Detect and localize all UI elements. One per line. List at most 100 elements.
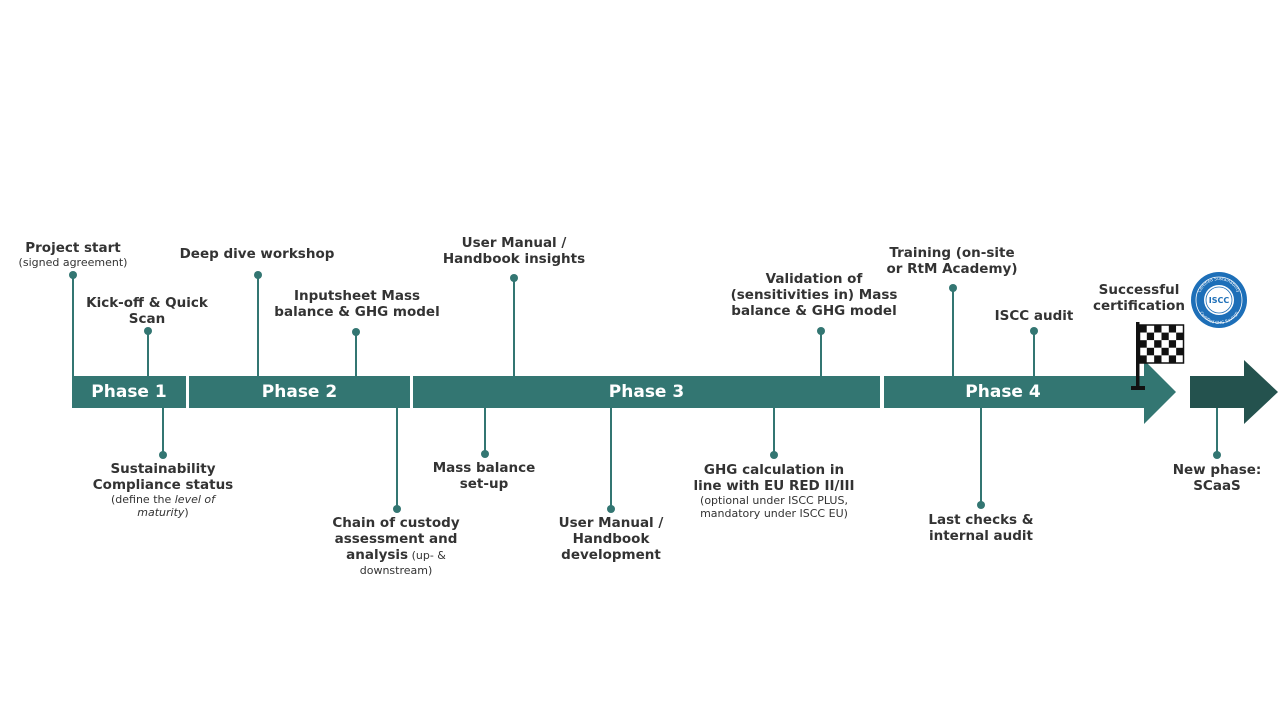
milestone-training: Training (on-site or RtM Academy) <box>876 245 1028 277</box>
connector-ghg-calc <box>773 408 775 455</box>
inputsheet-line2: balance & GHG model <box>274 304 440 320</box>
phase-1-label: Phase 1 <box>91 382 167 402</box>
ghg-calc-line2: line with EU RED II/III <box>693 478 855 494</box>
connector-validation <box>820 330 822 376</box>
dot-deep-dive <box>254 271 262 279</box>
connector-user-manual-insights <box>513 277 515 376</box>
flag-cell <box>1176 355 1184 363</box>
flag-cell <box>1139 332 1147 341</box>
milestone-last-checks: Last checks & internal audit <box>912 512 1050 544</box>
milestone-kickoff: Kick-off & Quick Scan <box>72 295 222 327</box>
connector-chain-custody <box>396 408 398 509</box>
flag-cell <box>1161 340 1169 348</box>
dot-user-manual-dev <box>607 505 615 513</box>
iscc-audit-title: ISCC audit <box>994 308 1074 324</box>
user-manual-dev-line1: User Manual / <box>558 515 664 531</box>
ghg-calc-sub2: mandatory under ISCC EU) <box>700 507 848 520</box>
kickoff-line1: Kick-off & Quick <box>86 295 208 311</box>
milestone-deep-dive: Deep dive workshop <box>168 246 346 262</box>
mass-balance-line2: set-up <box>459 476 509 492</box>
flag-cell <box>1161 325 1169 333</box>
flag-cell <box>1154 332 1162 341</box>
phase-4-bar-extension <box>1120 376 1148 408</box>
flag-cell <box>1168 332 1177 341</box>
badge-center-text: ISCC <box>1209 296 1230 305</box>
phase-2-label: Phase 2 <box>261 382 338 402</box>
milestone-project-start: Project start (signed agreement) <box>0 240 146 269</box>
validation-line2: (sensitivities in) Mass <box>730 287 898 303</box>
dot-ghg-calc <box>770 451 778 459</box>
certification-line1: Successful <box>1098 282 1180 298</box>
iscc-badge-icon: Certified Sustainability Certified GHG S… <box>1191 272 1247 328</box>
flag-cell <box>1168 340 1177 348</box>
kickoff-line2: Scan <box>128 311 166 327</box>
flag-cell <box>1168 347 1177 356</box>
project-start-sub: (signed agreement) <box>18 256 128 269</box>
deep-dive-title: Deep dive workshop <box>179 246 335 262</box>
flag-cell <box>1161 355 1169 363</box>
flag-cell <box>1146 347 1155 356</box>
sustainability-line2: Compliance status <box>92 477 234 493</box>
user-manual-dev-line2: Handbook <box>572 531 650 547</box>
chain-custody-line3: analysis <box>346 547 409 563</box>
connector-last-checks <box>980 408 982 505</box>
phase-1-bar: Phase 1 <box>72 376 186 408</box>
connector-mass-balance <box>484 408 486 454</box>
milestone-certification: Successful certification <box>1084 282 1194 314</box>
flag-cell <box>1161 347 1169 356</box>
flag-cell <box>1154 355 1162 363</box>
milestone-mass-balance: Mass balance set-up <box>420 460 548 492</box>
phase-4-label: Phase 4 <box>965 382 1041 402</box>
flag-cell <box>1146 332 1155 341</box>
connector-new-phase <box>1216 408 1218 455</box>
flag-cell <box>1168 355 1177 363</box>
milestone-chain-custody: Chain of custody assessment and analysis… <box>316 515 476 577</box>
project-start-title: Project start <box>25 240 121 256</box>
last-checks-line1: Last checks & <box>928 512 1034 528</box>
dot-validation <box>817 327 825 335</box>
flag-cell <box>1168 325 1177 333</box>
checkered-flag-icon <box>1131 322 1185 390</box>
dot-kickoff <box>144 327 152 335</box>
flag-cell <box>1176 340 1184 348</box>
connector-iscc-audit <box>1033 330 1035 376</box>
dot-last-checks <box>977 501 985 509</box>
milestone-inputsheet: Inputsheet Mass balance & GHG model <box>268 288 446 320</box>
last-checks-line2: internal audit <box>928 528 1034 544</box>
validation-line1: Validation of <box>765 271 863 287</box>
dot-sustainability <box>159 451 167 459</box>
chain-custody-line2: assessment and <box>334 531 458 547</box>
milestone-ghg-calc: GHG calculation in line with EU RED II/I… <box>682 462 866 520</box>
connector-deep-dive <box>257 274 259 376</box>
chain-custody-line4: downstream) <box>359 564 433 577</box>
new-phase-line1: New phase: <box>1172 462 1262 478</box>
flag-cell <box>1139 355 1147 363</box>
chain-custody-line1: Chain of custody <box>332 515 460 531</box>
connector-kickoff <box>147 330 149 376</box>
user-manual-dev-line3: development <box>561 547 661 563</box>
certification-line2: certification <box>1093 298 1185 314</box>
user-manual-insights-line2: Handbook insights <box>442 251 586 267</box>
flag-cell <box>1146 325 1155 333</box>
milestone-validation: Validation of (sensitivities in) Mass ba… <box>724 271 904 319</box>
validation-line3: balance & GHG model <box>731 303 897 319</box>
flag-cell <box>1176 332 1184 341</box>
inputsheet-line1: Inputsheet Mass <box>293 288 421 304</box>
connector-user-manual-dev <box>610 408 612 509</box>
flag-cell <box>1161 332 1169 341</box>
dot-chain-custody <box>393 505 401 513</box>
phase-3-bar: Phase 3 <box>413 376 880 408</box>
connector-inputsheet <box>355 331 357 376</box>
connector-sustainability <box>162 408 164 455</box>
new-phase-line2: SCaaS <box>1193 478 1241 494</box>
flag-cell <box>1154 340 1162 348</box>
flag-cell <box>1154 347 1162 356</box>
training-line2: or RtM Academy) <box>886 261 1018 277</box>
milestone-sustainability: Sustainability Compliance status (define… <box>82 461 244 519</box>
mass-balance-line1: Mass balance <box>432 460 536 476</box>
dot-training <box>949 284 957 292</box>
flag-cell <box>1139 340 1147 348</box>
flag-cell <box>1139 347 1147 356</box>
training-line1: Training (on-site <box>889 245 1015 261</box>
